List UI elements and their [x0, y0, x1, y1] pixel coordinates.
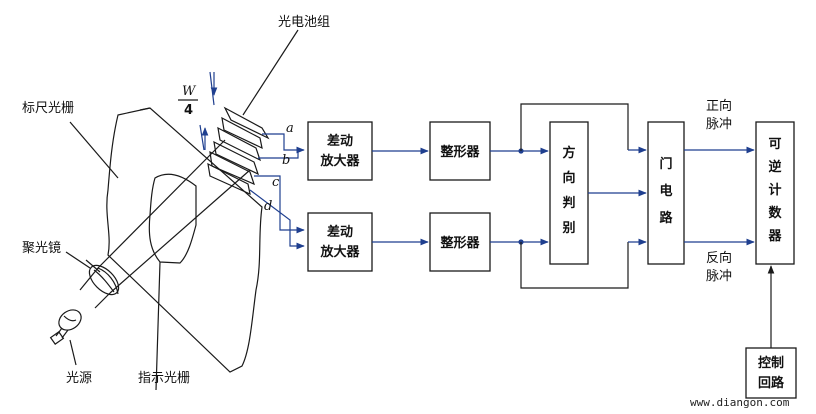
diff-amp-bottom-line1: 差动 [327, 224, 353, 240]
diff-amp-bottom-block: 差动 放大器 [307, 212, 373, 272]
gate-circuit-char1: 门 [659, 156, 672, 172]
w-denominator: 4 [184, 103, 193, 118]
direction-judge-char1: 方 [562, 145, 575, 161]
shaper-bottom-block: 整形器 [429, 212, 491, 272]
signal-b-label: b [282, 153, 290, 168]
signal-wires [249, 133, 305, 250]
watermark-text: www.diangon.com [690, 396, 790, 409]
scale-grating-leader [69, 121, 119, 179]
counter-char3: 计 [768, 182, 781, 198]
direction-judge-block: 方 向 判 别 [549, 121, 589, 265]
forward-pulse-label-1: 正向 [706, 98, 732, 114]
diff-amp-top-block: 差动 放大器 [307, 121, 373, 181]
light-source-bulb [49, 309, 82, 366]
signal-c-label: c [272, 175, 280, 190]
counter-char4: 数 [768, 205, 782, 221]
control-loop-line1: 控制 [758, 355, 784, 371]
counter-char1: 可 [768, 137, 781, 152]
scale-grating [106, 107, 263, 373]
counter-char2: 逆 [768, 159, 781, 175]
signal-d-label: d [264, 199, 272, 214]
index-grating-leader [155, 261, 161, 391]
block-connections [372, 103, 775, 348]
signal-a-label: a [286, 121, 294, 136]
forward-pulse-label-2: 脉冲 [706, 117, 732, 132]
reversible-counter-block: 可 逆 计 数 器 [755, 121, 795, 265]
direction-judge-char4: 别 [561, 221, 575, 236]
gate-circuit-char3: 路 [659, 210, 673, 226]
shaper-top-label: 整形器 [439, 144, 480, 160]
control-loop-line2: 回路 [758, 375, 785, 391]
counter-char5: 器 [767, 229, 782, 244]
shaper-top-block: 整形器 [429, 121, 491, 181]
index-grating [148, 173, 197, 391]
index-grating-label: 指示光栅 [138, 371, 190, 386]
reverse-pulse-label-2: 脉冲 [706, 269, 732, 284]
diff-amp-top-line1: 差动 [327, 133, 353, 149]
condenser-leader [65, 251, 91, 269]
diff-amp-bottom-line2: 放大器 [319, 244, 360, 260]
diff-amp-top-line2: 放大器 [319, 153, 360, 169]
scale-grating-label: 标尺光栅 [22, 101, 74, 116]
w-numerator: W [182, 84, 197, 99]
gate-circuit-char2: 电 [659, 183, 672, 199]
light-source-leader [69, 339, 77, 366]
direction-judge-char2: 向 [562, 170, 575, 186]
direction-judge-char3: 判 [562, 195, 575, 211]
photocell-group [207, 29, 299, 196]
shaper-bottom-label: 整形器 [439, 235, 480, 251]
photocell-leader [242, 29, 299, 116]
condenser-lens [85, 259, 120, 296]
light-beam [79, 139, 251, 309]
gate-circuit-block: 门 电 路 [647, 121, 685, 265]
photocell-group-label: 光电池组 [278, 15, 330, 30]
control-loop-block: 控制 回路 [745, 347, 797, 399]
condenser-label: 聚光镜 [22, 241, 61, 256]
light-source-label: 光源 [66, 371, 92, 386]
reverse-pulse-label-1: 反向 [706, 250, 732, 266]
w-over-4-dimension [178, 71, 218, 151]
